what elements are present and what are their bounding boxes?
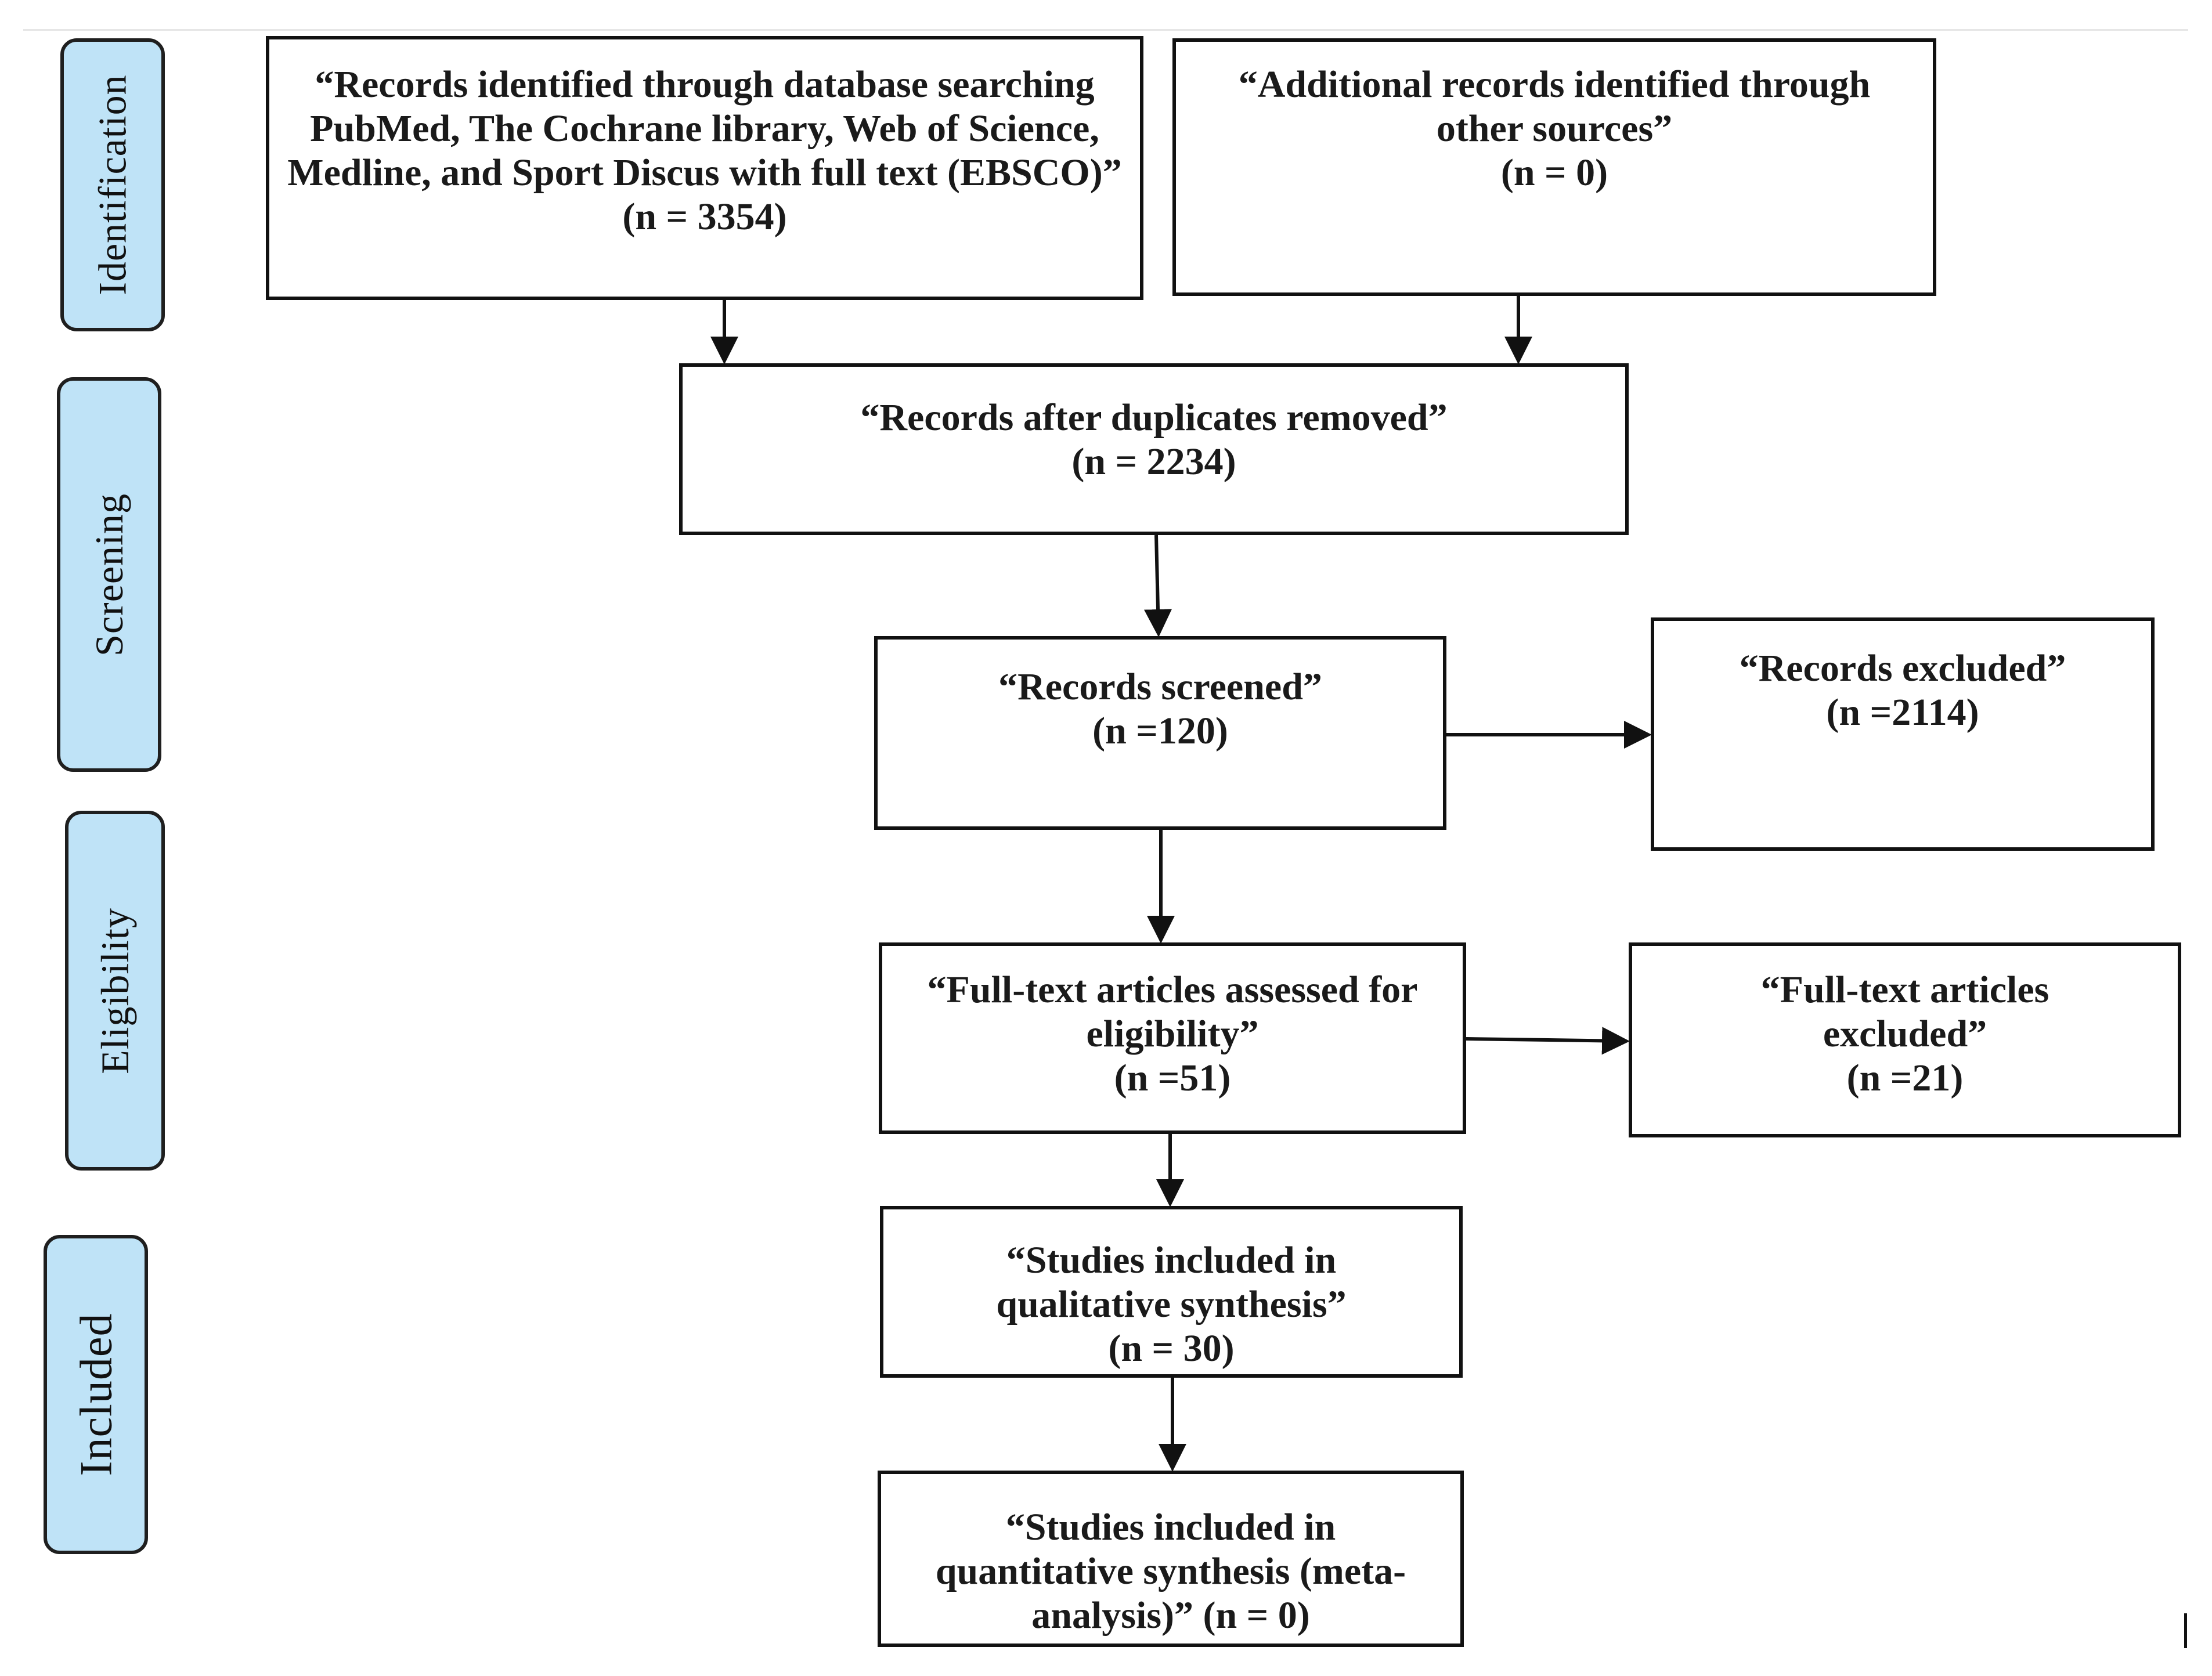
phase-included: Included — [44, 1235, 148, 1554]
box-duplicates-removed-text: “Records after duplicates removed” — [860, 396, 1448, 439]
arrow-fulltext-to-excluded — [1466, 1027, 1630, 1055]
box-fulltext-assessed: “Full-text articles assessed for eligibi… — [879, 942, 1466, 1134]
box-records-screened: “Records screened” (n =120) — [874, 636, 1446, 830]
box-database-search-text: “Records identified through database sea… — [287, 63, 1122, 194]
top-divider — [23, 29, 2188, 31]
box-fulltext-excluded-count: (n =21) — [1846, 1057, 1964, 1099]
box-other-sources: “Additional records identified through o… — [1172, 38, 1936, 296]
box-quantitative: “Studies included in quantitative synthe… — [878, 1471, 1464, 1647]
box-fulltext-assessed-text: “Full-text articles assessed for eligibi… — [927, 969, 1418, 1055]
phase-eligibility: Eligibility — [65, 811, 165, 1171]
box-records-excluded: “Records excluded” (n =2114) — [1651, 617, 2155, 851]
box-qualitative: “Studies included in qualitative synthes… — [880, 1206, 1463, 1378]
box-records-excluded-text: “Records excluded” — [1739, 647, 2066, 689]
box-qualitative-text: “Studies included in qualitative synthes… — [996, 1239, 1347, 1325]
box-records-screened-text: “Records screened” — [998, 666, 1322, 708]
box-fulltext-assessed-count: (n =51) — [1114, 1057, 1231, 1099]
box-other-sources-text: “Additional records identified through o… — [1238, 63, 1871, 150]
box-records-excluded-count: (n =2114) — [1826, 691, 1979, 734]
phase-identification: Identification — [60, 38, 165, 331]
box-database-search-count: (n = 3354) — [622, 196, 787, 238]
box-qualitative-count: (n = 30) — [1108, 1327, 1235, 1370]
phase-screening: Screening — [57, 377, 161, 772]
box-duplicates-removed: “Records after duplicates removed” (n = … — [679, 363, 1629, 535]
arrow-duplicates-to-screened — [1144, 534, 1172, 637]
box-database-search: “Records identified through database sea… — [266, 36, 1143, 300]
box-duplicates-removed-count: (n = 2234) — [1071, 440, 1236, 483]
box-quantitative-text: “Studies included in quantitative synthe… — [935, 1506, 1406, 1637]
box-records-screened-count: (n =120) — [1092, 710, 1228, 752]
text-cursor-mark — [2184, 1613, 2187, 1648]
box-fulltext-excluded: “Full-text articles excluded” (n =21) — [1629, 942, 2181, 1137]
box-fulltext-excluded-text: “Full-text articles excluded” — [1760, 969, 2049, 1055]
box-other-sources-count: (n = 0) — [1500, 151, 1608, 194]
